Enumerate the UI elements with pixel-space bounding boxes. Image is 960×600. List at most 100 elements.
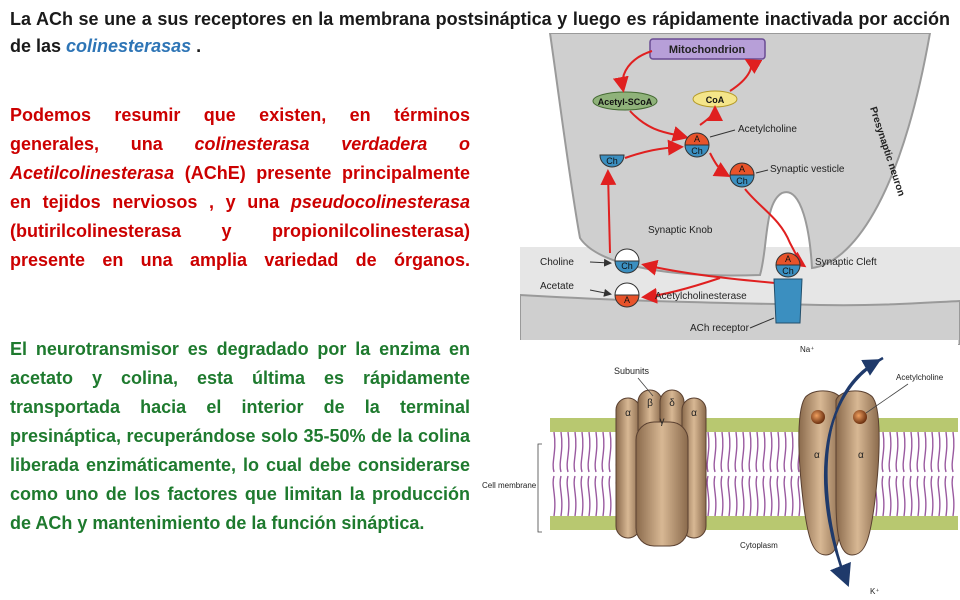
svg-text:A: A: [694, 134, 700, 144]
lipid-tail: [909, 475, 913, 517]
ach-molecule-cleft: A Ch: [775, 252, 801, 278]
lipid-tail: [720, 475, 724, 517]
acetylcholine-ball-left: [811, 410, 825, 424]
lipid-tail: [741, 475, 745, 517]
lipid-tail: [608, 475, 612, 517]
lipid-tail: [769, 431, 773, 473]
synaptic-knob-label: Synaptic Knob: [648, 225, 713, 236]
synaptic-vesicle-label: Synaptic vesticle: [770, 164, 845, 175]
lipid-tail: [951, 475, 955, 517]
coa-label: CoA: [706, 95, 725, 105]
lipid-tail: [923, 475, 927, 517]
lipid-tail: [552, 475, 556, 517]
lipid-tail: [790, 475, 794, 517]
lipid-tail: [881, 431, 885, 473]
svg-text:Ch: Ch: [691, 146, 703, 156]
nicotinic-receptor-diagram: α β δ α γ Subunits α α Na⁺ K⁺ Acetylchol…: [478, 340, 958, 598]
lipid-tail: [748, 475, 752, 517]
arrow-choline-label: [589, 258, 612, 267]
acetylcholine-label: Acetylcholine: [738, 124, 797, 135]
choline-molecule-upper: Ch: [599, 154, 625, 168]
lipid-tail: [727, 431, 731, 473]
mitochondrion-box: [649, 38, 766, 60]
intro-text: La ACh se une a sus receptores en la mem…: [10, 9, 950, 56]
arrow-hydrolysis-acetate: [641, 277, 721, 304]
cytoplasm-label: Cytoplasm: [740, 541, 778, 550]
alpha-open-right: α: [858, 450, 864, 461]
lipid-tail: [902, 431, 906, 473]
ach-molecule-1: A Ch: [684, 132, 710, 158]
ach-receptor-shape: [773, 278, 803, 324]
lipid-tail: [888, 475, 892, 517]
lipid-tail: [734, 475, 738, 517]
arrow-mito-left: [612, 50, 653, 93]
lipid-tail: [769, 475, 773, 517]
choline-label: Choline: [540, 257, 574, 268]
arrow-ach-cycle: [629, 110, 689, 142]
svg-text:A: A: [624, 295, 630, 305]
lipid-tail: [601, 431, 605, 473]
subunits-label: Subunits: [614, 366, 650, 376]
lipid-tail: [902, 475, 906, 517]
svg-text:A: A: [739, 164, 745, 174]
acetate-label: Acetate: [540, 281, 574, 292]
subunit-delta: δ: [669, 398, 675, 409]
cell-membrane-label: Cell membrane: [482, 481, 537, 490]
lipid-tail: [916, 475, 920, 517]
lipid-tail: [755, 431, 759, 473]
lipid-tail: [937, 475, 941, 517]
lipid-tail: [923, 431, 927, 473]
paragraph-choline-recovery: El neurotransmisor es degradado por la e…: [10, 339, 470, 533]
svg-text:Ch: Ch: [621, 261, 633, 271]
arrow-acetate-label: [589, 288, 612, 297]
lipid-tail: [580, 475, 584, 517]
lipid-tail: [930, 475, 934, 517]
lipid-tail: [734, 431, 738, 473]
colinesterasas-highlight: colinesterasas: [66, 36, 192, 56]
lipid-tail: [762, 475, 766, 517]
lipid-tail: [587, 475, 591, 517]
lipid-tail: [909, 431, 913, 473]
cell-membrane-bilayer: [550, 416, 958, 534]
lipid-tail: [888, 431, 892, 473]
potassium-label: K⁺: [870, 587, 880, 596]
mitochondrion-label: Mitochondrion: [669, 44, 746, 56]
lipid-tail: [797, 475, 801, 517]
lipid-tail: [895, 475, 899, 517]
lipid-tail: [706, 475, 710, 517]
arrow-to-coa: [699, 105, 723, 126]
right-channel-open: α α: [798, 390, 880, 556]
lipid-tail: [762, 431, 766, 473]
lipid-tail: [944, 431, 948, 473]
lipid-tail: [741, 431, 745, 473]
lipid-tail: [713, 475, 717, 517]
lipid-tail: [895, 431, 899, 473]
lipid-tail: [776, 431, 780, 473]
arrow-vesicle-release: [744, 188, 807, 268]
subunit-alpha-1: α: [625, 408, 631, 419]
lipid-tail: [594, 431, 598, 473]
lipid-tail: [552, 431, 556, 473]
ach-molecule-vesicle: A Ch: [729, 162, 755, 188]
acetate-molecule: A: [614, 282, 640, 308]
lipid-tail: [608, 431, 612, 473]
lipid-tail: [937, 431, 941, 473]
arrow-ch-to-ach: [624, 139, 684, 159]
choline-molecule-cleft: Ch: [614, 248, 640, 274]
ach-receptor-label: ACh receptor: [690, 323, 750, 334]
lipid-tail: [930, 431, 934, 473]
lipid-tail: [944, 475, 948, 517]
lipid-tail: [601, 475, 605, 517]
lipid-tail: [881, 475, 885, 517]
acetylcholine-ball-right: [853, 410, 867, 424]
acetylcholine-channel-label: Acetylcholine: [896, 373, 944, 382]
lipid-tail: [755, 475, 759, 517]
lipid-tail: [783, 431, 787, 473]
lipid-tail: [720, 431, 724, 473]
svg-text:A: A: [785, 254, 791, 264]
arrow-hydrolysis: [641, 259, 776, 284]
lipid-tail: [916, 431, 920, 473]
synapse-diagram: Mitochondrion Acetyl-SCoA CoA A Ch Acety…: [520, 33, 960, 345]
left-channel-closed: α β δ α γ: [615, 389, 707, 547]
lipid-tail: [748, 431, 752, 473]
